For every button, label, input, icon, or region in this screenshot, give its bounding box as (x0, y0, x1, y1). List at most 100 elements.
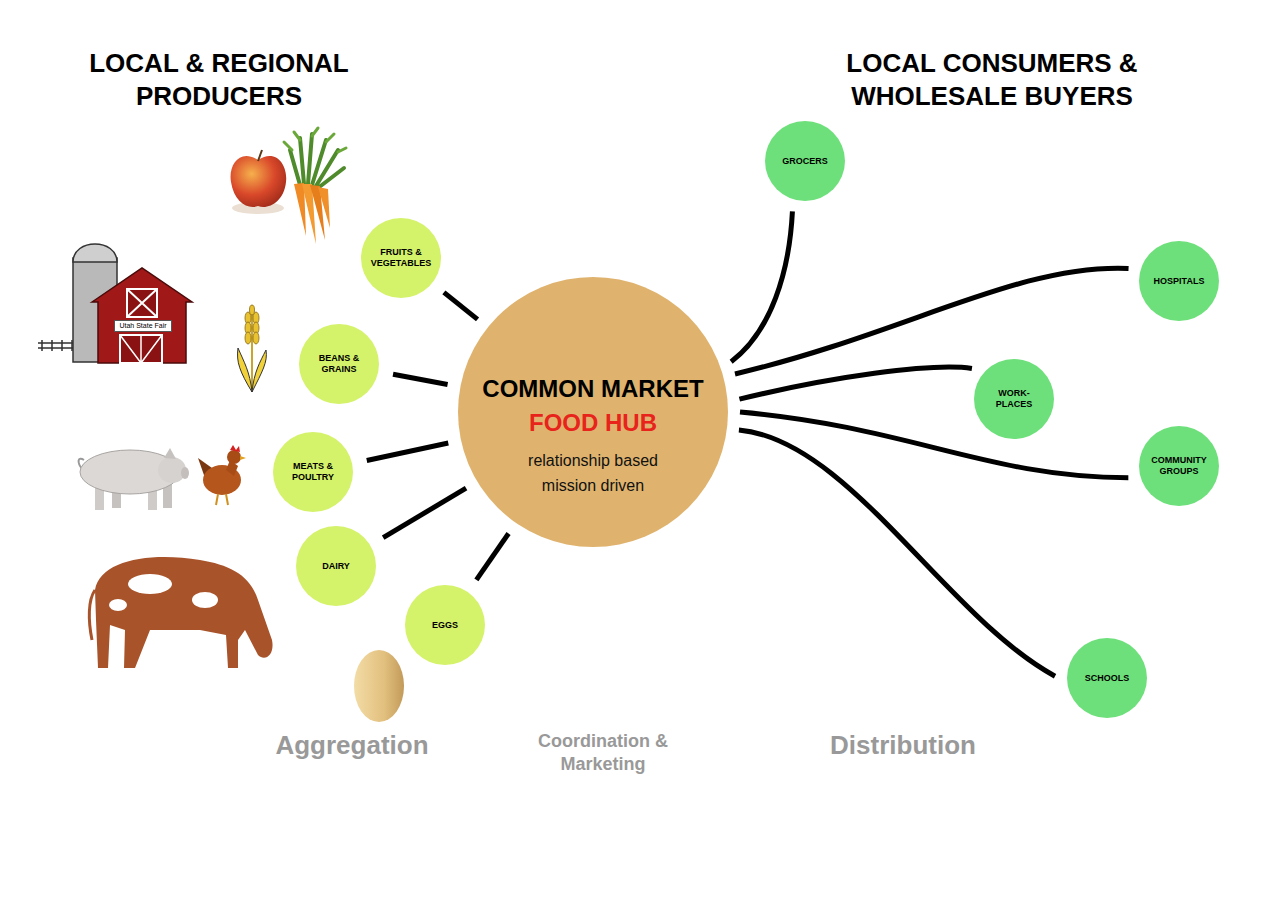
carrot-picture (284, 128, 346, 244)
apple-picture-part (258, 150, 262, 161)
farm-picture-part (120, 335, 162, 363)
category-label: COMMUNITY GROUPS (1146, 455, 1212, 477)
carrot-picture-part (284, 128, 346, 152)
node-text-group: GROCERS (772, 156, 838, 167)
wheat-picture-part (238, 348, 252, 392)
carrot-picture-part (290, 134, 344, 188)
stage-label: Distribution (773, 730, 1033, 760)
circle-fill (361, 218, 441, 298)
node-text-group: COMMUNITY GROUPS (1146, 455, 1212, 477)
circle-fill (1139, 426, 1219, 506)
node-text-group: COMMON MARKETFOOD HUBrelationship based … (482, 374, 703, 498)
category-label: FRUITS & VEGETABLES (368, 247, 434, 269)
null-part (245, 305, 259, 344)
buyer-circle: SCHOOLS (1067, 638, 1147, 718)
node-text-group: HOSPITALS (1146, 276, 1212, 287)
cow-picture-part (95, 557, 273, 668)
node-text-group: MEATS & POULTRY (280, 461, 346, 483)
cow-picture (89, 557, 272, 668)
category-label: MEATS & POULTRY (280, 461, 346, 483)
null-part-part (245, 332, 251, 344)
farm-picture-part (73, 244, 117, 262)
producer-circle: DAIRY (296, 526, 376, 606)
circle-fill (974, 359, 1054, 439)
category-label: BEANS & GRAINS (306, 353, 372, 375)
connector-line (444, 292, 478, 319)
section-heading: LOCAL CONSUMERS & WHOLESALE BUYERS (822, 47, 1162, 113)
category-label: SCHOOLS (1074, 673, 1140, 684)
apple-picture (231, 150, 287, 214)
connector-line (739, 367, 971, 399)
farm-picture-part (127, 289, 157, 317)
cow-picture-part (89, 590, 95, 640)
null-part-part (250, 305, 255, 315)
wheat-picture-part (252, 350, 266, 392)
producer-circle: EGGS (405, 585, 485, 665)
category-label: GROCERS (772, 156, 838, 167)
chicken-picture-part (230, 445, 240, 452)
chicken-picture-part (240, 456, 246, 460)
buyer-circle: COMMUNITY GROUPS (1139, 426, 1219, 506)
stage-label: Aggregation (222, 730, 482, 760)
producer-circle: BEANS & GRAINS (299, 324, 379, 404)
connector-line (731, 211, 792, 361)
farm-picture (38, 244, 192, 363)
connector-line (476, 534, 508, 580)
connector-line (735, 268, 1129, 374)
connector-line (739, 430, 1055, 676)
egg-picture-part (354, 650, 404, 722)
node-text-group: FRUITS & VEGETABLES (368, 247, 434, 269)
buyer-circle: HOSPITALS (1139, 241, 1219, 321)
category-label: EGGS (412, 620, 478, 631)
connector-line (393, 374, 448, 384)
cow-picture-part (128, 574, 172, 594)
circle-fill (458, 277, 728, 547)
node-text-group: WORK- PLACES (990, 388, 1038, 410)
stage-label: Coordination & Marketing (523, 730, 683, 776)
circle-fill (1139, 241, 1219, 321)
circle-fill (299, 324, 379, 404)
cow-picture-part (192, 592, 218, 608)
node-text-group: SCHOOLS (1074, 673, 1140, 684)
pig-picture-part (181, 467, 189, 479)
category-label: DAIRY (303, 561, 369, 572)
farm-picture-part (127, 289, 157, 317)
farm-picture-part (92, 268, 192, 363)
chicken-picture-part (216, 494, 228, 505)
section-heading: LOCAL & REGIONAL PRODUCERS (49, 47, 389, 113)
node-text-group: EGGS (412, 620, 478, 631)
chicken-picture-part (226, 460, 238, 476)
hub-title: COMMON MARKET (482, 374, 703, 404)
chicken-picture (198, 445, 246, 505)
circle-fill (405, 585, 485, 665)
circle-fill (296, 526, 376, 606)
circle-fill (273, 432, 353, 512)
category-label: HOSPITALS (1146, 276, 1212, 287)
apple-picture-part (231, 156, 287, 207)
null-part-part (253, 332, 259, 344)
connector-line (740, 412, 1128, 478)
circle-fill (765, 121, 845, 201)
category-label: WORK- PLACES (990, 388, 1038, 410)
buyer-circle: WORK- PLACES (974, 359, 1054, 439)
buyer-circle: GROCERS (765, 121, 845, 201)
node-text-group: DAIRY (303, 561, 369, 572)
carrot-picture-part (318, 187, 330, 228)
producer-circle: FRUITS & VEGETABLES (361, 218, 441, 298)
node-text-group: BEANS & GRAINS (306, 353, 372, 375)
connector-line (367, 443, 449, 460)
barn-sign: Utah State Fair (114, 320, 172, 332)
chicken-picture-part (227, 450, 241, 464)
wheat-picture (238, 305, 267, 392)
pig-picture-part (164, 448, 176, 459)
wheat-picture-part (251, 310, 253, 392)
egg-picture (354, 650, 404, 722)
producer-circle: MEATS & POULTRY (273, 432, 353, 512)
connector-line (383, 488, 466, 538)
farm-picture-part (38, 340, 76, 351)
hub-subtitle: FOOD HUB (529, 408, 657, 438)
farm-picture-part (120, 335, 162, 363)
circle-fill (1067, 638, 1147, 718)
pig-picture (79, 448, 189, 510)
